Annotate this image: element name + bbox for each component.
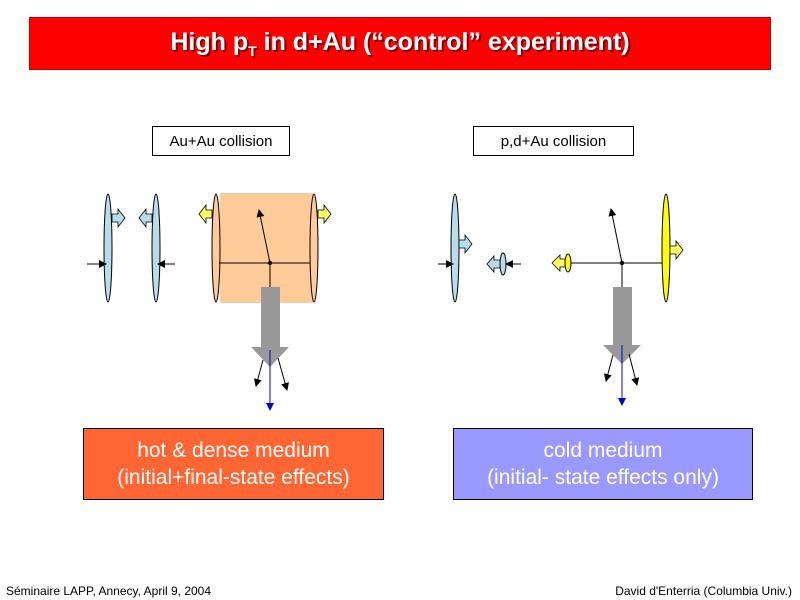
cold-medium-line1: cold medium bbox=[543, 439, 663, 462]
quenched-jet-arrow bbox=[251, 287, 289, 367]
jet-fragment-left bbox=[253, 359, 264, 387]
au-nucleus-outgoing bbox=[661, 193, 671, 303]
deuteron-incoming bbox=[499, 252, 507, 276]
recoil-jet-line-dau bbox=[608, 208, 623, 264]
outgoing-arrow-right bbox=[317, 203, 332, 225]
cold-medium-box: cold medium (initial- state effects only… bbox=[453, 428, 753, 500]
pdau-before-collision bbox=[438, 193, 521, 303]
deuteron-outgoing-arrow bbox=[551, 254, 566, 272]
recoil-jet-line bbox=[256, 209, 271, 264]
auau-collision-label: Au+Au collision bbox=[152, 126, 290, 156]
au-nucleus-incoming bbox=[450, 193, 460, 303]
title-bar: High pT in d+Au (“control” experiment) bbox=[29, 17, 771, 70]
footer-author: David d'Enterria (Columbia Univ.) bbox=[615, 584, 792, 598]
motion-arrow-right bbox=[111, 207, 126, 229]
hot-dense-medium-box: hot & dense medium (initial+final-state … bbox=[83, 428, 384, 500]
deuteron-outgoing bbox=[564, 253, 572, 273]
deuteron-motion-arrow bbox=[486, 254, 501, 274]
au-nucleus-outgoing-left bbox=[211, 193, 221, 303]
motion-arrow-left bbox=[138, 207, 153, 229]
auau-before-collision bbox=[87, 193, 175, 303]
au-motion-arrow bbox=[458, 233, 473, 255]
pdau-collision-label: p,d+Au collision bbox=[473, 126, 634, 156]
au-nucleus-left bbox=[103, 193, 113, 303]
cold-medium-line2: (initial- state effects only) bbox=[487, 466, 719, 489]
slide-title: High pT in d+Au (“control” experiment) bbox=[170, 28, 630, 59]
auau-collision bbox=[198, 193, 332, 411]
hot-medium-line1: hot & dense medium bbox=[137, 439, 330, 462]
pdau-collision bbox=[551, 193, 684, 406]
footer-venue: Séminaire LAPP, Annecy, April 9, 2004 bbox=[6, 584, 212, 598]
au-nucleus-outgoing-right bbox=[309, 193, 319, 303]
au-outgoing-arrow bbox=[669, 239, 684, 261]
hot-medium-line2: (initial+final-state effects) bbox=[117, 466, 350, 489]
jet-fragment-left-dau bbox=[603, 354, 614, 382]
unquenched-jet-arrow bbox=[603, 287, 641, 364]
jet-fragment-right-dau bbox=[628, 353, 640, 386]
jet-fragment-right bbox=[277, 357, 289, 391]
au-nucleus-right bbox=[151, 193, 161, 303]
outgoing-arrow-left bbox=[198, 203, 213, 225]
